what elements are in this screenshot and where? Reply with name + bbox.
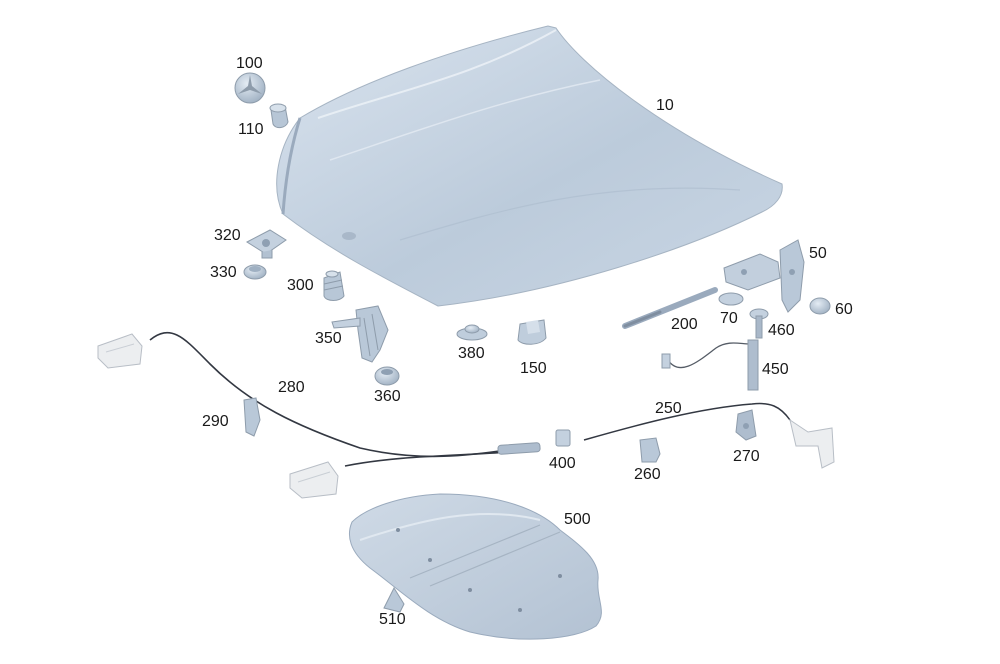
callout-200: 200 (671, 316, 698, 333)
bumper-part-360 (374, 366, 400, 386)
hinge-part-50 (723, 239, 805, 313)
bolt-part-460 (749, 308, 769, 339)
callout-150: 150 (520, 360, 547, 377)
callout-450: 450 (762, 361, 789, 378)
cable-part-250 (583, 402, 835, 469)
bumper-part-330 (243, 264, 267, 280)
release-handle-upper (97, 333, 143, 369)
callout-510: 510 (379, 611, 406, 628)
callout-400: 400 (549, 455, 576, 472)
hood-part-10 (276, 25, 783, 307)
buffer-part-380 (456, 324, 488, 341)
buffer-part-300 (323, 270, 345, 301)
callout-360: 360 (374, 388, 401, 405)
washer-part-70 (718, 292, 744, 306)
nut-part-60 (809, 297, 831, 315)
callout-300: 300 (287, 277, 314, 294)
callout-320: 320 (214, 227, 241, 244)
callout-60: 60 (835, 301, 853, 318)
callout-70: 70 (720, 310, 738, 327)
callout-460: 460 (768, 322, 795, 339)
bracket-part-270 (735, 409, 757, 441)
grommet-part-110 (269, 103, 289, 129)
callout-10: 10 (656, 97, 674, 114)
gas-strut-part-200 (622, 287, 718, 329)
release-handle-lower (289, 461, 339, 499)
callout-350: 350 (315, 330, 342, 347)
holder-part-260 (639, 437, 661, 463)
clip-part-510 (383, 586, 405, 613)
sensor-part-450 (661, 339, 759, 391)
callout-280: 280 (278, 379, 305, 396)
emblem-part-100 (234, 72, 266, 104)
clip-part-290 (243, 397, 261, 437)
callout-270: 270 (733, 448, 760, 465)
callout-250: 250 (655, 400, 682, 417)
callout-500: 500 (564, 511, 591, 528)
stop-part-150 (517, 319, 547, 345)
callout-100: 100 (236, 55, 263, 72)
release-cable-part-280 (149, 331, 541, 467)
clip-part-400 (555, 429, 571, 447)
callout-50: 50 (809, 245, 827, 262)
callout-290: 290 (202, 413, 229, 430)
callout-380: 380 (458, 345, 485, 362)
callout-260: 260 (634, 466, 661, 483)
bracket-part-320 (245, 229, 287, 259)
callout-110: 110 (238, 121, 264, 138)
callout-330: 330 (210, 264, 237, 281)
latch-part-350 (331, 305, 389, 363)
insulation-part-500 (348, 493, 602, 640)
